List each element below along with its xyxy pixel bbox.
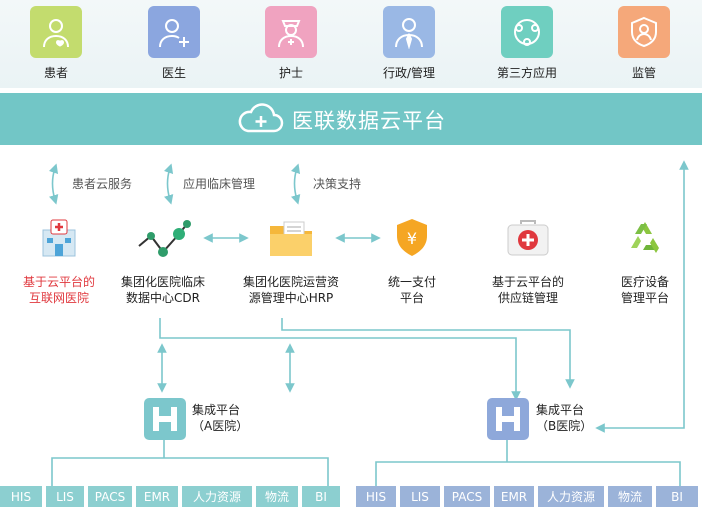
system-b-pacs: PACS xyxy=(444,486,490,507)
third-party-icon xyxy=(501,6,553,58)
role-regulator: 监管 xyxy=(594,6,694,81)
role-admin: 行政/管理 xyxy=(359,6,459,81)
platform-title: 医联数据云平台 xyxy=(292,109,446,133)
integration-hub-b-icon xyxy=(487,398,529,440)
network-graph-icon xyxy=(98,214,228,262)
role-label: 医生 xyxy=(161,66,186,80)
cloud-platform-bar: 医联数据云平台 xyxy=(0,93,702,145)
hub-b-label: 集成平台（B医院） xyxy=(536,403,593,433)
module-label: 集团化医院临床数据中心CDR xyxy=(120,275,205,305)
role-label: 患者 xyxy=(43,66,68,80)
system-a-his: HIS xyxy=(0,486,42,507)
system-b-logistics: 物流 xyxy=(608,486,652,507)
service-label: 应用临床管理 xyxy=(183,177,256,191)
system-a-logistics: 物流 xyxy=(256,486,298,507)
system-a-hr: 人力资源 xyxy=(182,486,252,507)
svg-text:¥: ¥ xyxy=(407,229,417,248)
system-a-bi: BI xyxy=(302,486,340,507)
role-label: 行政/管理 xyxy=(382,66,436,80)
hub-a-label: 集成平台（A医院） xyxy=(192,403,249,433)
module-cdr: 集团化医院临床数据中心CDR xyxy=(98,214,228,306)
hospital-icon xyxy=(0,214,124,262)
user-roles-band xyxy=(0,0,702,88)
role-doctor: 医生 xyxy=(124,6,224,81)
system-b-lis: LIS xyxy=(400,486,440,507)
role-label: 第三方应用 xyxy=(496,66,557,80)
module-label: 统一支付平台 xyxy=(387,275,436,305)
service-label: 决策支持 xyxy=(313,177,362,191)
module-label: 基于云平台的互联网医院 xyxy=(22,275,95,305)
doctor-icon xyxy=(148,6,200,58)
system-b-bi: BI xyxy=(656,486,698,507)
system-a-emr: EMR xyxy=(136,486,178,507)
nurse-icon xyxy=(265,6,317,58)
integration-hub-a-icon xyxy=(144,398,186,440)
service-label: 患者云服务 xyxy=(72,177,133,191)
module-hrp: 集团化医院运营资源管理中心HRP xyxy=(226,214,356,306)
role-label: 护士 xyxy=(278,66,303,80)
module-label: 集团化医院运营资源管理中心HRP xyxy=(242,275,339,305)
medical-kit-icon xyxy=(463,214,593,262)
cloud-plus-icon xyxy=(238,103,284,133)
system-a-lis: LIS xyxy=(46,486,84,507)
module-supply-chain: 基于云平台的供应链管理 xyxy=(463,214,593,306)
module-equipment: 医疗设备管理平台 xyxy=(580,214,702,306)
system-a-pacs: PACS xyxy=(88,486,132,507)
system-b-hr: 人力资源 xyxy=(538,486,604,507)
yuan-shield-icon: ¥ xyxy=(347,214,477,262)
recycle-icon xyxy=(580,214,702,262)
role-third-party: 第三方应用 xyxy=(477,6,577,81)
patient-icon xyxy=(30,6,82,58)
system-b-emr: EMR xyxy=(494,486,534,507)
system-b-his: HIS xyxy=(356,486,396,507)
module-label: 医疗设备管理平台 xyxy=(620,275,669,305)
admin-icon xyxy=(383,6,435,58)
module-label: 基于云平台的供应链管理 xyxy=(491,275,564,305)
role-nurse: 护士 xyxy=(241,6,341,81)
role-patient: 患者 xyxy=(6,6,106,81)
module-payment: ¥ 统一支付平台 xyxy=(347,214,477,306)
module-internet-hospital: 基于云平台的互联网医院 xyxy=(0,214,124,306)
folder-icon xyxy=(226,214,356,262)
role-label: 监管 xyxy=(631,66,656,80)
regulator-icon xyxy=(618,6,670,58)
